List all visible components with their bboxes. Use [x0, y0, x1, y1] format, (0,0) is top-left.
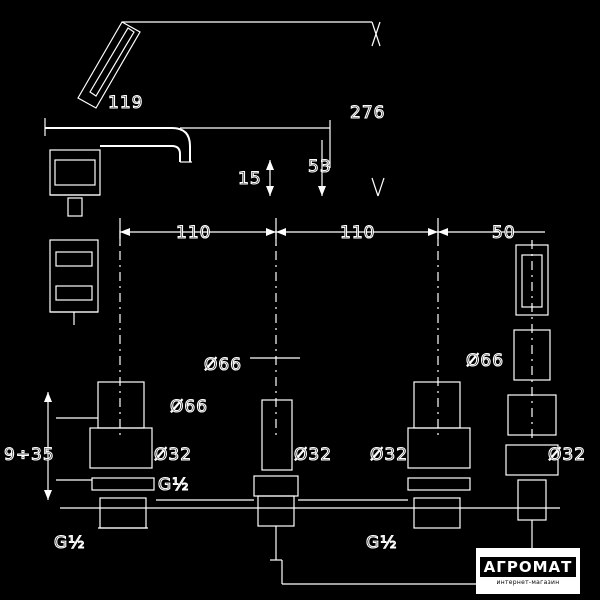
dim-thread-g12-top: G½: [158, 475, 190, 495]
logo-tagline: интернет-магазин: [496, 578, 560, 586]
dim-50: 50: [492, 223, 516, 243]
dim-diameter-66-left: Ø66: [170, 397, 208, 417]
dim-110-left: 110: [176, 223, 211, 243]
dim-diameter-66-right: Ø66: [466, 351, 504, 371]
dim-diameter-66-center: Ø66: [204, 355, 242, 375]
shower-holder: [505, 244, 559, 590]
left-valve: [89, 381, 155, 529]
center-spout-base: [250, 357, 300, 561]
side-dimension-marks: [44, 392, 98, 500]
dim-119: 119: [108, 93, 143, 113]
dimension-total-length: [371, 21, 381, 47]
dim-15: 15: [238, 169, 262, 189]
right-valve: [407, 381, 471, 529]
agromat-logo: АГРОМАТ интернет-магазин: [476, 548, 580, 594]
dim-diameter-32-right: Ø32: [370, 445, 408, 465]
dim-diameter-32-holder: Ø32: [548, 445, 586, 465]
dim-diameter-32-left: Ø32: [154, 445, 192, 465]
base-plate-line: [60, 499, 560, 509]
spout-body: [49, 149, 101, 217]
hand-shower-head: [77, 21, 372, 109]
spacing-dimension-line: [119, 218, 545, 246]
logo-name: АГРОМАТ: [479, 556, 577, 577]
dim-thread-g12-left: G½: [54, 533, 86, 553]
center-lines: [119, 230, 533, 440]
spout-profile: [44, 118, 331, 168]
height-dimension-marks: [266, 140, 385, 197]
dim-53: 53: [308, 157, 332, 177]
diverter-body: [49, 239, 99, 325]
dim-276: 276: [350, 103, 385, 123]
dim-110-right: 110: [340, 223, 375, 243]
dim-9-35: 9÷35: [4, 445, 55, 465]
dim-diameter-32-center: Ø32: [294, 445, 332, 465]
dim-thread-g12-right: G½: [366, 533, 398, 553]
